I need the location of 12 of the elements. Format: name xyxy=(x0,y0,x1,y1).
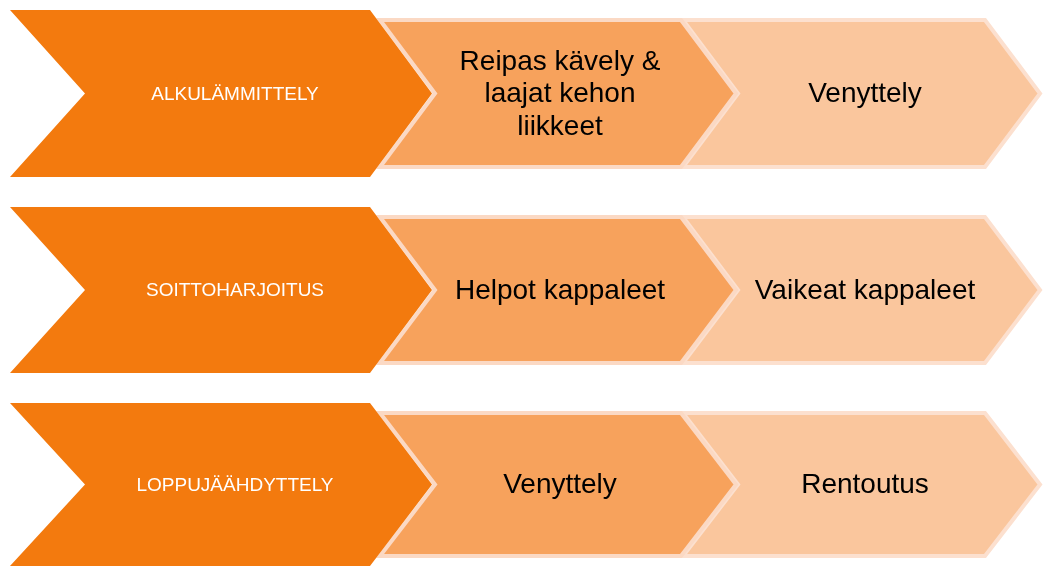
step-label: LOPPUJÄÄHDYTTELY xyxy=(136,473,334,496)
step-label: Vaikeat kappaleet xyxy=(754,273,976,307)
step-label: SOITTOHARJOITUS xyxy=(145,279,325,301)
chevron-shape xyxy=(10,403,432,566)
chevron-shape xyxy=(10,10,432,177)
step-label: Rentoutus xyxy=(801,468,929,501)
chevron-shape xyxy=(683,413,1040,556)
chevron-shape xyxy=(683,20,1040,167)
chevron-shape xyxy=(10,207,432,373)
step-label: Venyttely xyxy=(808,77,922,110)
chevron-shape xyxy=(683,217,1040,363)
step-label: ALKULÄMMITTELY xyxy=(151,82,319,105)
